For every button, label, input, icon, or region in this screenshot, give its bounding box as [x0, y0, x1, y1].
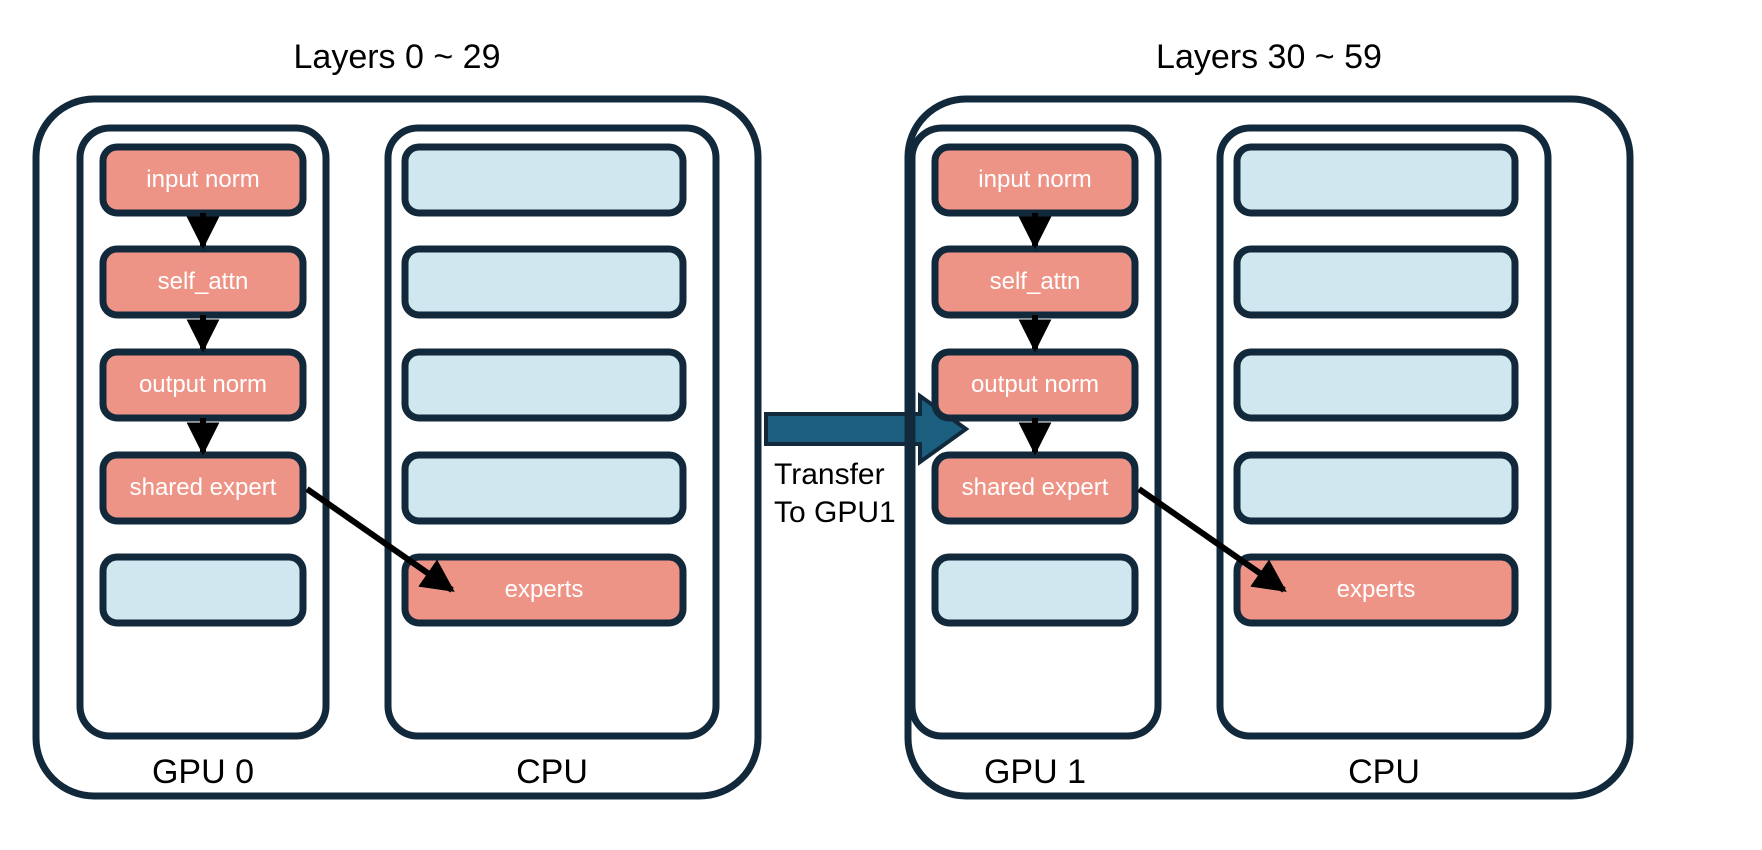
- panel-right-outer-container: [904, 95, 1634, 800]
- block-cpu1-slot-1[interactable]: [1233, 143, 1519, 217]
- block-cpu0-slot-2[interactable]: [401, 245, 687, 319]
- transfer-block-arrow: [764, 392, 970, 466]
- panel-left-outer-container: [32, 95, 762, 800]
- transfer-arrow-group: [764, 392, 970, 466]
- block-gpu0-self-attn[interactable]: [99, 245, 307, 319]
- block-cpu1-slot-3[interactable]: [1233, 348, 1519, 422]
- panel-right-group: [904, 95, 1634, 800]
- block-gpu0-output-norm[interactable]: [99, 348, 307, 422]
- block-gpu0-empty-slot[interactable]: [99, 553, 307, 627]
- block-gpu1-shared-expert[interactable]: [931, 451, 1139, 525]
- block-cpu0-slot-1[interactable]: [401, 143, 687, 217]
- offload-arrow-gpu1-to-cpu1: [1137, 486, 1287, 593]
- block-gpu1-input-norm[interactable]: [931, 143, 1139, 217]
- panel-left-title: Layers 0 ~ 29: [293, 38, 501, 76]
- block-gpu1-self-attn[interactable]: [931, 245, 1139, 319]
- block-cpu1-experts[interactable]: [1233, 553, 1519, 627]
- block-cpu0-slot-4[interactable]: [401, 451, 687, 525]
- block-gpu0-shared-expert[interactable]: [99, 451, 307, 525]
- panel-left-cpu-column-container: [384, 124, 720, 740]
- device-label-cpu1: CPU: [1348, 753, 1420, 791]
- block-gpu0-input-norm[interactable]: [99, 143, 307, 217]
- block-cpu0-experts[interactable]: [401, 553, 687, 627]
- panel-right-gpu-column-container: [908, 124, 1162, 740]
- offload-arrow-gpu0-to-cpu0: [305, 486, 455, 593]
- panel-left-gpu-column-container: [76, 124, 330, 740]
- device-label-gpu0: GPU 0: [151, 753, 255, 791]
- device-label-gpu1: GPU 1: [983, 753, 1087, 791]
- panel-left-group: [32, 95, 762, 800]
- block-cpu0-slot-3[interactable]: [401, 348, 687, 422]
- panel-right-title: Layers 30 ~ 59: [1156, 38, 1382, 76]
- block-gpu1-output-norm[interactable]: [931, 348, 1139, 422]
- block-gpu1-empty-slot[interactable]: [931, 553, 1139, 627]
- panel-right-cpu-column-container: [1216, 124, 1552, 740]
- transfer-label: Transfer To GPU1: [774, 458, 896, 529]
- block-cpu1-slot-4[interactable]: [1233, 451, 1519, 525]
- block-cpu1-slot-2[interactable]: [1233, 245, 1519, 319]
- device-label-cpu0: CPU: [516, 753, 588, 791]
